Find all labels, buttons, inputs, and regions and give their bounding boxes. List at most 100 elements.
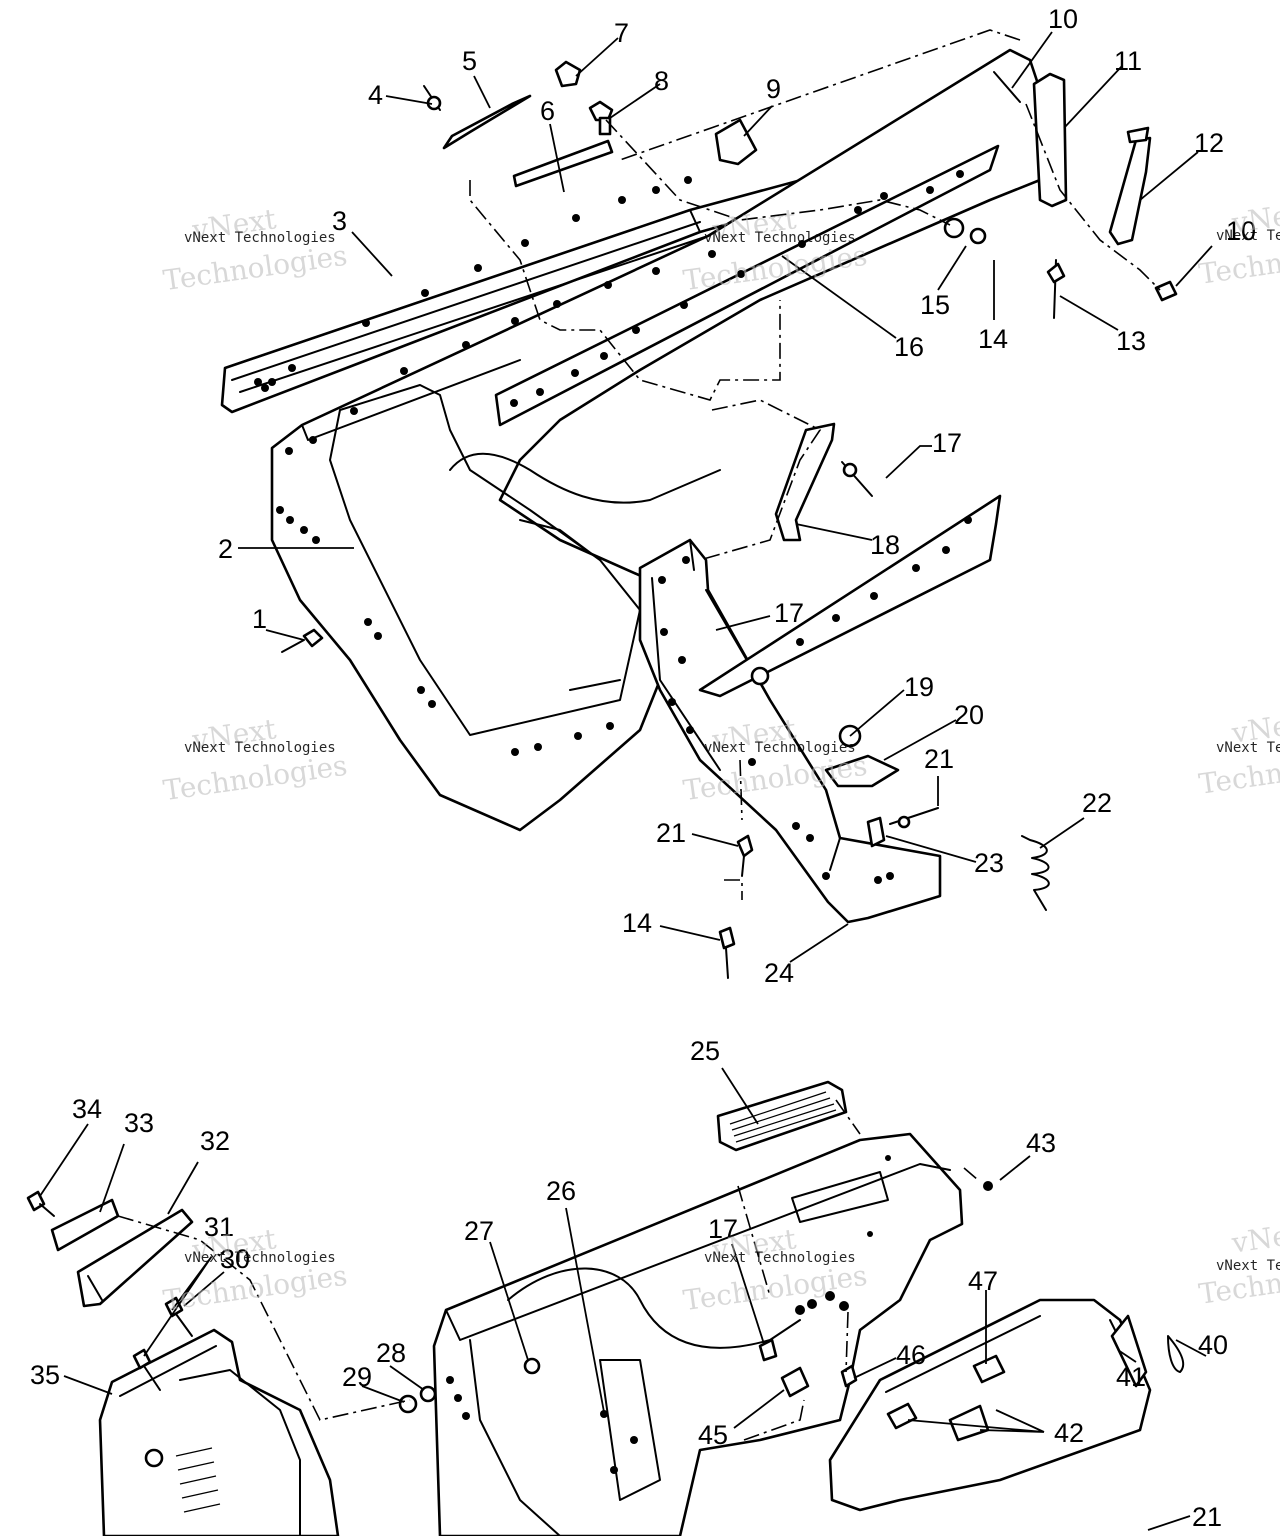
callout-42: 42 [1054,1418,1084,1448]
pin-part-14-lower [718,926,736,950]
callout-8: 8 [654,66,669,96]
callout-12: 12 [1194,128,1224,158]
lens-part-33 [50,1198,120,1252]
watermark-right-edge-lower-caption: vNext Technologies [1216,1258,1280,1274]
callout-21-right: 21 [924,744,954,774]
bracket-part-11 [1032,72,1068,208]
grommet-part-19 [750,666,770,686]
screw-part-17-lower [758,1338,778,1362]
bezel-part-32 [76,1208,194,1308]
cotter-pin-part-40 [1167,1335,1185,1373]
callout-5: 5 [462,46,477,76]
washer-part-28 [419,1385,437,1403]
callout-21-bottom: 21 [1192,1502,1222,1532]
clamp-part-45 [780,1366,810,1398]
callout-14-bottom: 14 [622,908,652,938]
upper-assembly [220,29,1178,979]
callout-27: 27 [464,1216,494,1246]
watermarks: vNext Technologies vNext Technologies vN… [161,195,1280,1317]
callout-23: 23 [974,848,1004,878]
callout-17-mid: 17 [774,598,804,628]
callout-21-left: 21 [656,818,686,848]
callout-20: 20 [954,700,984,730]
bracket-part-18 [774,422,836,542]
callout-17-lower: 17 [708,1214,738,1244]
side-cover-part-41 [828,1298,1152,1512]
callout-3: 3 [332,206,347,236]
callout-6: 6 [540,96,555,126]
lower-assembly [26,1080,1185,1536]
callout-1: 1 [252,604,267,634]
hood-body [270,48,1042,832]
callout-47: 47 [968,1266,998,1296]
watermark-right-edge-upper-caption: vNext Technologies [1216,228,1280,244]
callout-29: 29 [342,1362,372,1392]
callout-30: 30 [220,1244,250,1274]
leader-lines [39,31,1213,1531]
svg-text:Technologies: Technologies [161,1259,349,1317]
vent-grille-part-25 [716,1080,848,1152]
callout-15: 15 [920,290,950,320]
right-side-panel [698,494,1002,698]
callout-10-top: 10 [1048,4,1078,34]
inner-support-rail [494,144,1000,427]
callout-17-upper: 17 [932,428,962,458]
nut-part-7 [554,60,582,88]
latch-part-9 [714,118,758,166]
lamp-housing-part-35 [98,1328,340,1536]
nut-part-43 [983,1181,993,1191]
callout-25: 25 [690,1036,720,1066]
center-frame-beam [638,538,942,924]
screw-part-21-left [736,834,754,858]
watermark-right-edge-mid-caption: vNext Technologies [1216,740,1280,756]
bolt-part-1 [302,628,324,648]
callout-24: 24 [764,958,794,988]
callout-labels: 1 2 3 4 5 6 7 8 9 10 10 11 12 13 14 14 1… [30,4,1256,1532]
callout-11: 11 [1114,46,1142,76]
plate-part-20 [824,754,900,788]
callout-40: 40 [1198,1330,1228,1360]
watermark-lower-center-caption: vNext Technologies [704,1250,856,1266]
callout-46: 46 [896,1340,926,1370]
spring-part-22 [1021,835,1050,911]
bolt-part-8 [588,100,614,122]
hinge-part-41 [1110,1314,1148,1388]
callout-43: 43 [1026,1128,1056,1158]
screw-part-10 [993,71,1021,103]
screw-part-21-right [889,807,939,825]
svg-text:Technologies: Technologies [161,749,349,807]
callout-35: 35 [30,1360,60,1390]
watermark-upper-left-caption: vNext Technologies [184,230,336,246]
callout-16: 16 [894,332,924,362]
callout-45: 45 [698,1420,728,1450]
callout-32: 32 [200,1126,230,1156]
clip-part-47 [972,1354,1006,1384]
watermark-lower-left-caption: vNext Technologies [184,1250,336,1266]
hinge-arm-part-12 [1108,136,1152,246]
callout-13: 13 [1116,326,1146,356]
watermark-mid-left-caption: vNext Technologies [184,740,336,756]
callout-4: 4 [368,80,383,110]
callout-33: 33 [124,1108,154,1138]
callout-14-top: 14 [978,324,1008,354]
washer-part-14 [969,227,987,245]
clip-part-5 [442,94,532,150]
hook-part-23 [866,816,886,848]
callout-7: 7 [614,18,629,48]
clip-part-42a [886,1402,918,1430]
nut-part-29 [398,1394,418,1414]
watermark-mid-center-caption: vNext Technologies [704,740,856,756]
screw-part-34 [26,1190,46,1212]
callout-10-right: 10 [1226,216,1256,246]
callout-2: 2 [218,534,233,564]
callout-31: 31 [204,1212,234,1242]
callout-9: 9 [766,74,781,104]
svg-text:vNext: vNext [1229,1215,1280,1260]
nut-part-15 [943,217,965,239]
watermark-upper-center-caption: vNext Technologies [704,230,856,246]
callout-18: 18 [870,530,900,560]
svg-text:Technologies: Technologies [161,239,349,297]
callout-19: 19 [904,672,934,702]
strap-part-6 [512,139,614,188]
